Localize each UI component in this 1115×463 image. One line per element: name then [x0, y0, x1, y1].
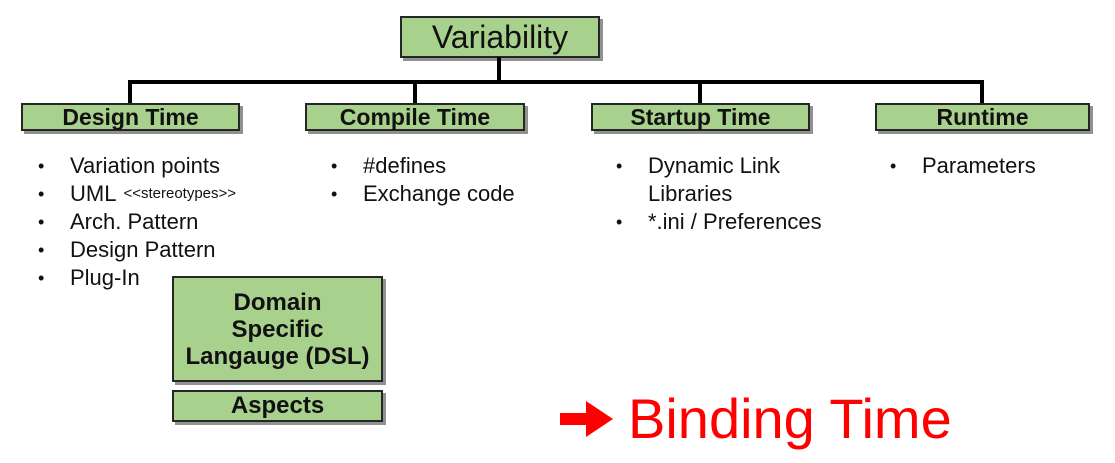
- variability-label: Variability: [431, 18, 569, 55]
- connector-drop-startup-time: [698, 80, 702, 105]
- startup-time-list: • Dynamic Link Libraries • *.ini / Prefe…: [616, 152, 833, 236]
- list-item-text: #defines: [363, 153, 447, 178]
- bullet-icon: •: [38, 240, 45, 260]
- bullet-icon: •: [616, 212, 623, 232]
- aspects-label: Aspects: [230, 392, 325, 419]
- list-item: • Exchange code: [331, 180, 515, 208]
- list-item: • #defines: [331, 152, 515, 180]
- design-time-box: Design Time: [21, 103, 240, 131]
- connector-root-vertical: [497, 57, 501, 84]
- design-time-label: Design Time: [62, 103, 199, 130]
- bullet-icon: •: [331, 184, 338, 204]
- runtime-list: • Parameters: [890, 152, 1036, 180]
- bullet-icon: •: [616, 156, 623, 176]
- list-item: • UML <<stereotypes>>: [38, 180, 236, 208]
- list-item-text: Variation points: [70, 153, 221, 178]
- list-item-text: UML: [70, 181, 117, 206]
- compile-time-box: Compile Time: [305, 103, 525, 131]
- list-item-suffix: <<stereotypes>>: [123, 185, 237, 202]
- list-item: • Arch. Pattern: [38, 208, 236, 236]
- runtime-box: Runtime: [875, 103, 1090, 131]
- bullet-icon: •: [331, 156, 338, 176]
- right-arrow-icon: [560, 401, 613, 437]
- dsl-label-line3: Langauge (DSL): [185, 342, 370, 370]
- compile-time-list: • #defines • Exchange code: [331, 152, 515, 208]
- startup-time-box: Startup Time: [591, 103, 810, 131]
- connector-drop-compile-time: [413, 80, 417, 105]
- list-item-text: *.ini / Preferences: [648, 209, 822, 234]
- list-item-text: Arch. Pattern: [70, 209, 199, 234]
- binding-time-label: Binding Time: [628, 387, 952, 450]
- variability-box: Variability: [400, 16, 600, 58]
- dsl-label-line2: Specific: [231, 315, 324, 343]
- startup-time-label: Startup Time: [630, 103, 771, 130]
- list-item-text: Parameters: [922, 153, 1036, 178]
- list-item-text: Dynamic Link Libraries: [648, 153, 781, 206]
- connector-drop-runtime: [980, 80, 984, 105]
- list-item-text: Plug-In: [70, 265, 140, 290]
- design-time-list: • Variation points • UML <<stereotypes>>…: [38, 152, 236, 292]
- bullet-icon: •: [38, 212, 45, 232]
- bullet-icon: •: [38, 184, 45, 204]
- list-item: • Dynamic Link Libraries: [616, 152, 833, 208]
- bullet-icon: •: [890, 156, 897, 176]
- binding-time-annotation: Binding Time: [560, 388, 952, 450]
- compile-time-label: Compile Time: [339, 103, 491, 130]
- runtime-label: Runtime: [936, 103, 1029, 130]
- list-item: • Parameters: [890, 152, 1036, 180]
- bullet-icon: •: [38, 268, 45, 288]
- list-item: • Design Pattern: [38, 236, 236, 264]
- list-item-text: Design Pattern: [70, 237, 216, 262]
- list-item: • Variation points: [38, 152, 236, 180]
- list-item: • Plug-In: [38, 264, 236, 292]
- connector-drop-design-time: [128, 80, 132, 105]
- dsl-label-line1: Domain: [233, 288, 322, 316]
- list-item: • *.ini / Preferences: [616, 208, 833, 236]
- aspects-box: Aspects: [172, 390, 383, 422]
- list-item-text: Exchange code: [363, 181, 515, 206]
- bullet-icon: •: [38, 156, 45, 176]
- dsl-box: Domain Specific Langauge (DSL): [172, 276, 383, 382]
- connector-horizontal: [128, 80, 984, 84]
